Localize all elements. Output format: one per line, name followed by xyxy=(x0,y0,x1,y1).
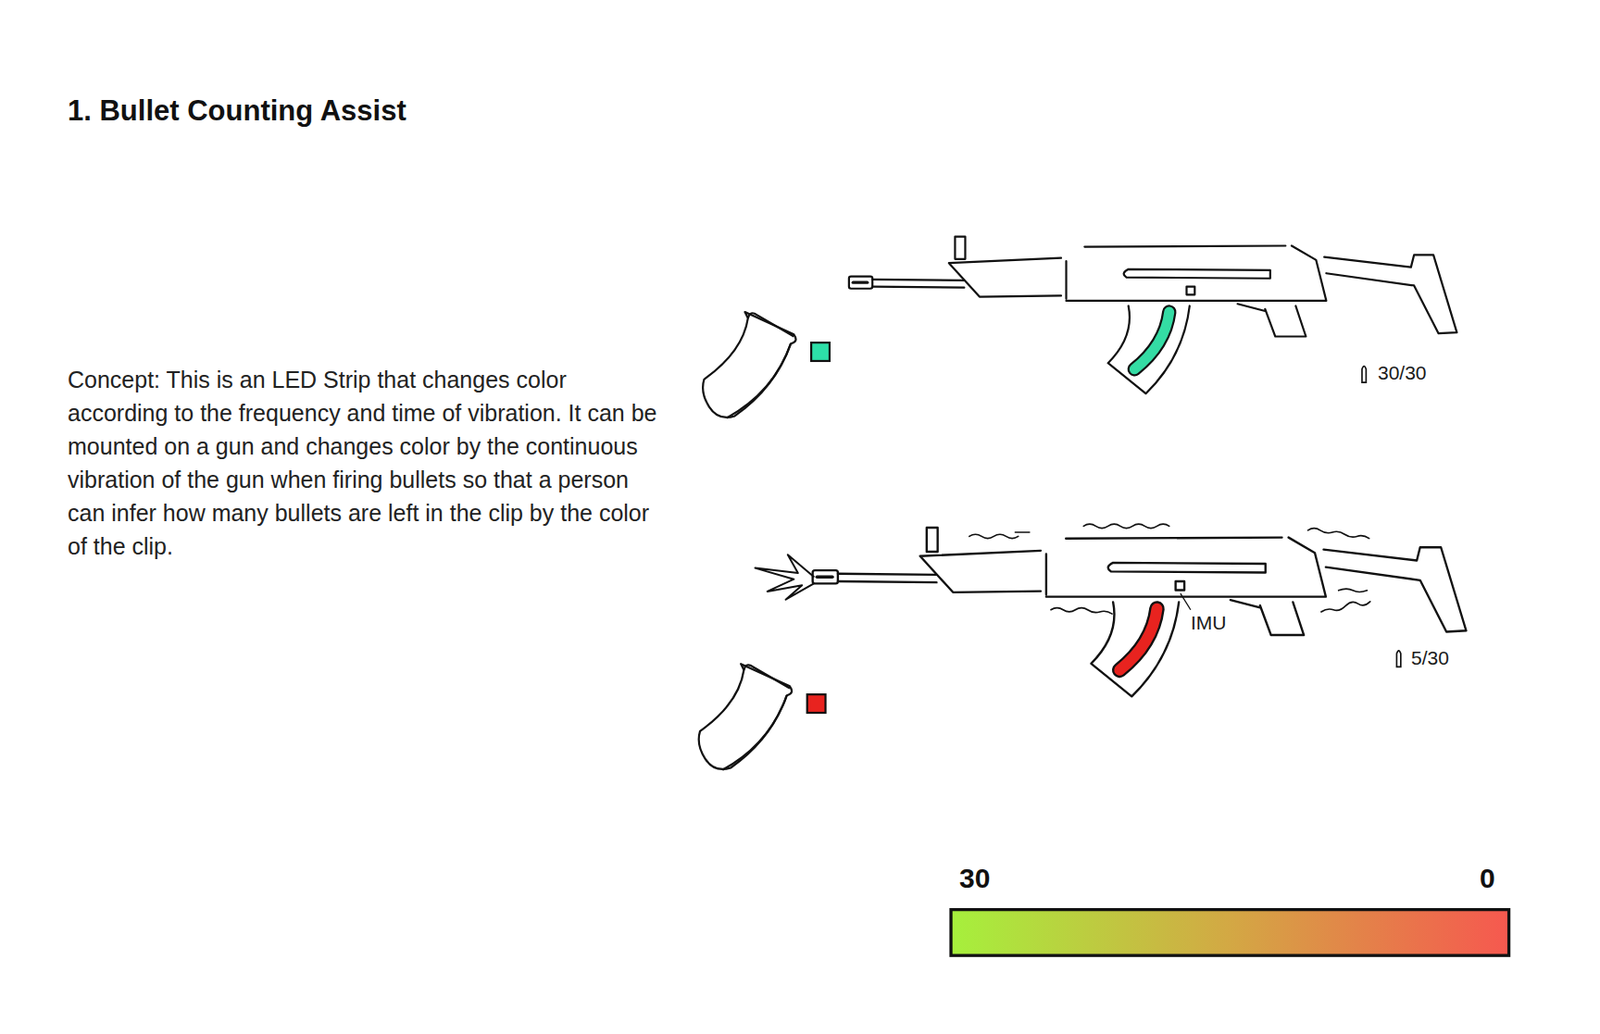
scale-label: 0 xyxy=(1479,862,1496,895)
sensor-label: IMU xyxy=(1190,612,1227,635)
concept-text: Concept: This is an LED Strip that chang… xyxy=(67,362,661,563)
ammo-count: 30/30 xyxy=(1377,362,1427,385)
ammo-count: 5/30 xyxy=(1411,647,1450,670)
scale-label: 30 xyxy=(959,862,990,895)
page-title: 1. Bullet Counting Assist xyxy=(67,94,407,128)
